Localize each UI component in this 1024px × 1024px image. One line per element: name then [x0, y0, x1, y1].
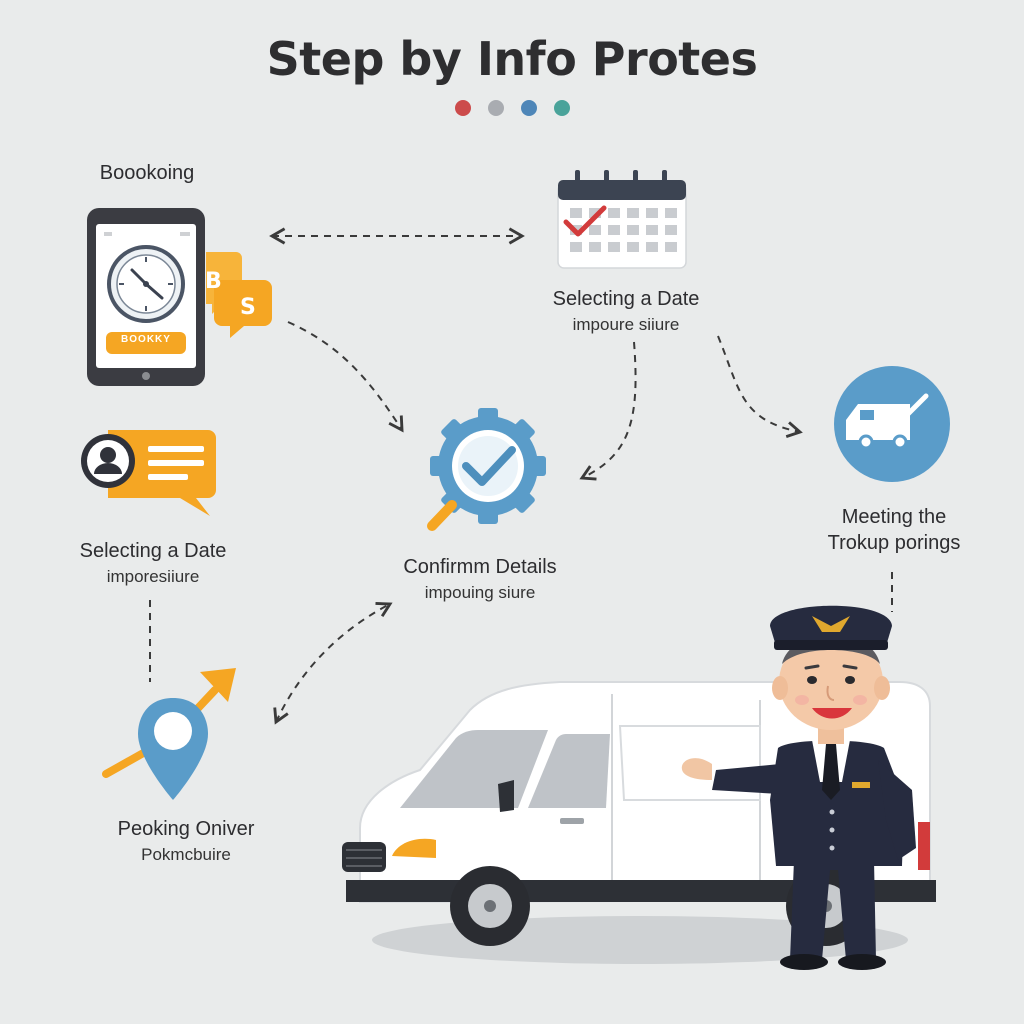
connector-arrows — [149, 227, 893, 725]
arrow-booking-to-confirm — [287, 321, 404, 433]
chauffeur-driver — [681, 605, 916, 970]
smartphone-clock-icon — [87, 208, 205, 386]
step-select-date-top-sub: impoure siiure — [572, 315, 680, 334]
step-peoking-sub: Pokmcbuire — [141, 845, 231, 864]
gear-check-icon — [427, 408, 546, 531]
profile-message-icon — [81, 430, 216, 516]
step-peoking-title: Peoking Oniver — [117, 818, 255, 840]
calendar-check-icon — [557, 170, 687, 269]
step-select-date-left: Selecting a Date imporesiiure — [40, 540, 266, 587]
van-check-icon — [834, 366, 950, 482]
title-dot — [455, 100, 471, 116]
step-meeting-title-line1: Meeting the — [841, 506, 947, 528]
page-title: Step by Info Protes — [266, 32, 758, 86]
phone-book-button-label: BOOKKY — [121, 334, 171, 345]
step-confirm-sub: impouing siure — [424, 583, 536, 602]
arrow-date-to-confirm — [579, 341, 637, 481]
step-meeting-title-line2: Trokup porings — [827, 532, 961, 554]
title-dot — [488, 100, 504, 116]
svg-text:B: B — [205, 269, 222, 294]
title-dots — [455, 100, 570, 116]
svg-text:S: S — [240, 295, 256, 320]
step-select-date-left-title: Selecting a Date — [79, 540, 227, 562]
title-dot — [521, 100, 537, 116]
step-select-date-top: Selecting a Date impoure siiure — [520, 288, 732, 335]
arrow-date-to-van — [717, 335, 803, 438]
step-confirm-details: Confirmm Details impouing siure — [370, 556, 590, 603]
step-meeting: Meeting the Trokup porings — [800, 506, 988, 555]
step-booking-title: Boookoing — [99, 162, 195, 184]
step-select-date-top-title: Selecting a Date — [552, 288, 700, 310]
arrow-pin-to-confirm — [273, 601, 393, 725]
title-dot — [554, 100, 570, 116]
step-peoking-driver: Peoking Oniver Pokmcbuire — [80, 818, 292, 865]
step-select-date-left-sub: imporesiiure — [106, 567, 200, 586]
chat-bubbles-icon: B S — [205, 252, 272, 338]
step-booking: Boookoing — [72, 162, 222, 185]
step-confirm-title: Confirmm Details — [403, 556, 557, 578]
location-pin-icon — [102, 668, 236, 800]
